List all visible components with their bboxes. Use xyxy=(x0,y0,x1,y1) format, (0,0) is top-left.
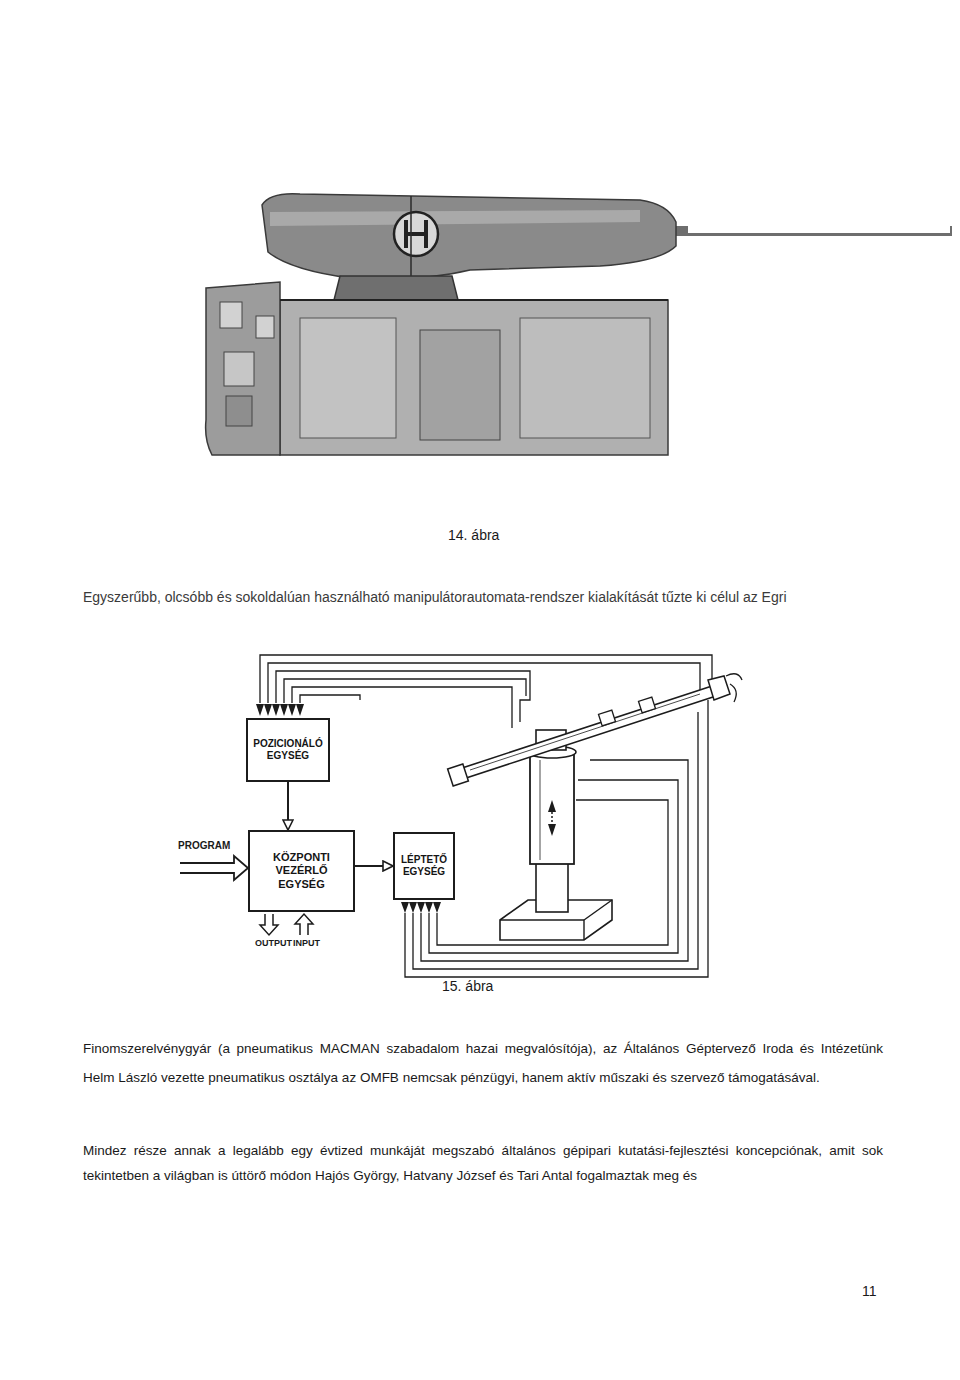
unit-box: KÖZPONTI VEZÉRLŐ EGYSÉG xyxy=(248,830,355,912)
gripper-jaw xyxy=(730,684,736,702)
wire xyxy=(413,712,698,969)
arm-tube xyxy=(456,686,716,780)
cabinet-edge xyxy=(280,299,668,301)
wire xyxy=(437,800,668,945)
input-arrows xyxy=(256,704,304,716)
column-upper xyxy=(530,752,574,864)
cabinet-side xyxy=(206,282,280,455)
manipulator-drawing xyxy=(180,655,742,977)
cabinet-door xyxy=(420,330,500,440)
arm-end xyxy=(448,764,469,786)
signal-label: INPUT xyxy=(293,938,320,948)
unit-label: KÖZPONTI VEZÉRLŐ EGYSÉG xyxy=(273,851,330,891)
output-arrows xyxy=(401,902,441,913)
signal-connector xyxy=(355,865,393,867)
panel xyxy=(256,316,274,338)
cabinet-door xyxy=(520,318,650,438)
cabinet xyxy=(280,300,668,455)
figure-number: 14. ábra xyxy=(448,527,499,543)
cabinet-door xyxy=(300,318,396,438)
unit-label: POZICIONÁLÓ EGYSÉG xyxy=(253,738,322,762)
lift-arrow xyxy=(548,800,556,836)
page-number: 11 xyxy=(862,1283,877,1299)
wire xyxy=(300,695,360,703)
program-arrow xyxy=(180,856,248,880)
figure-caption: 15. ábra xyxy=(442,978,493,994)
signal-label: OUTPUT xyxy=(255,938,292,948)
unit-box: LÉPTETŐ EGYSÉG xyxy=(393,832,455,900)
blank-patch xyxy=(688,195,950,233)
logo-disc xyxy=(394,212,438,256)
column-lower xyxy=(536,860,568,912)
panel xyxy=(224,352,254,386)
turret-body xyxy=(262,194,676,279)
machine-photo xyxy=(206,194,952,455)
wire xyxy=(268,663,700,703)
panel xyxy=(220,302,242,328)
output-arrow xyxy=(260,914,278,935)
turret-highlight xyxy=(270,210,640,226)
wire xyxy=(284,679,526,703)
body-paragraph: Egyszerűbb, olcsóbb és sokoldalúan haszn… xyxy=(83,589,898,605)
body-paragraph: Finomszerelvénygyár (a pneumatikus MACMA… xyxy=(83,1034,883,1092)
unit-label: LÉPTETŐ EGYSÉG xyxy=(401,854,447,878)
wire xyxy=(429,780,678,953)
gripper xyxy=(708,676,730,700)
signal-label: PROGRAM xyxy=(178,840,230,851)
panel xyxy=(226,396,252,426)
body-paragraph: Mindez része annak a legalább egy évtize… xyxy=(83,1138,883,1188)
unit-box: POZICIONÁLÓ EGYSÉG xyxy=(246,718,330,782)
input-arrow xyxy=(295,914,313,935)
logo-mark xyxy=(406,220,426,248)
wire xyxy=(276,671,530,722)
signal-connector xyxy=(287,782,289,830)
wire xyxy=(260,655,712,703)
